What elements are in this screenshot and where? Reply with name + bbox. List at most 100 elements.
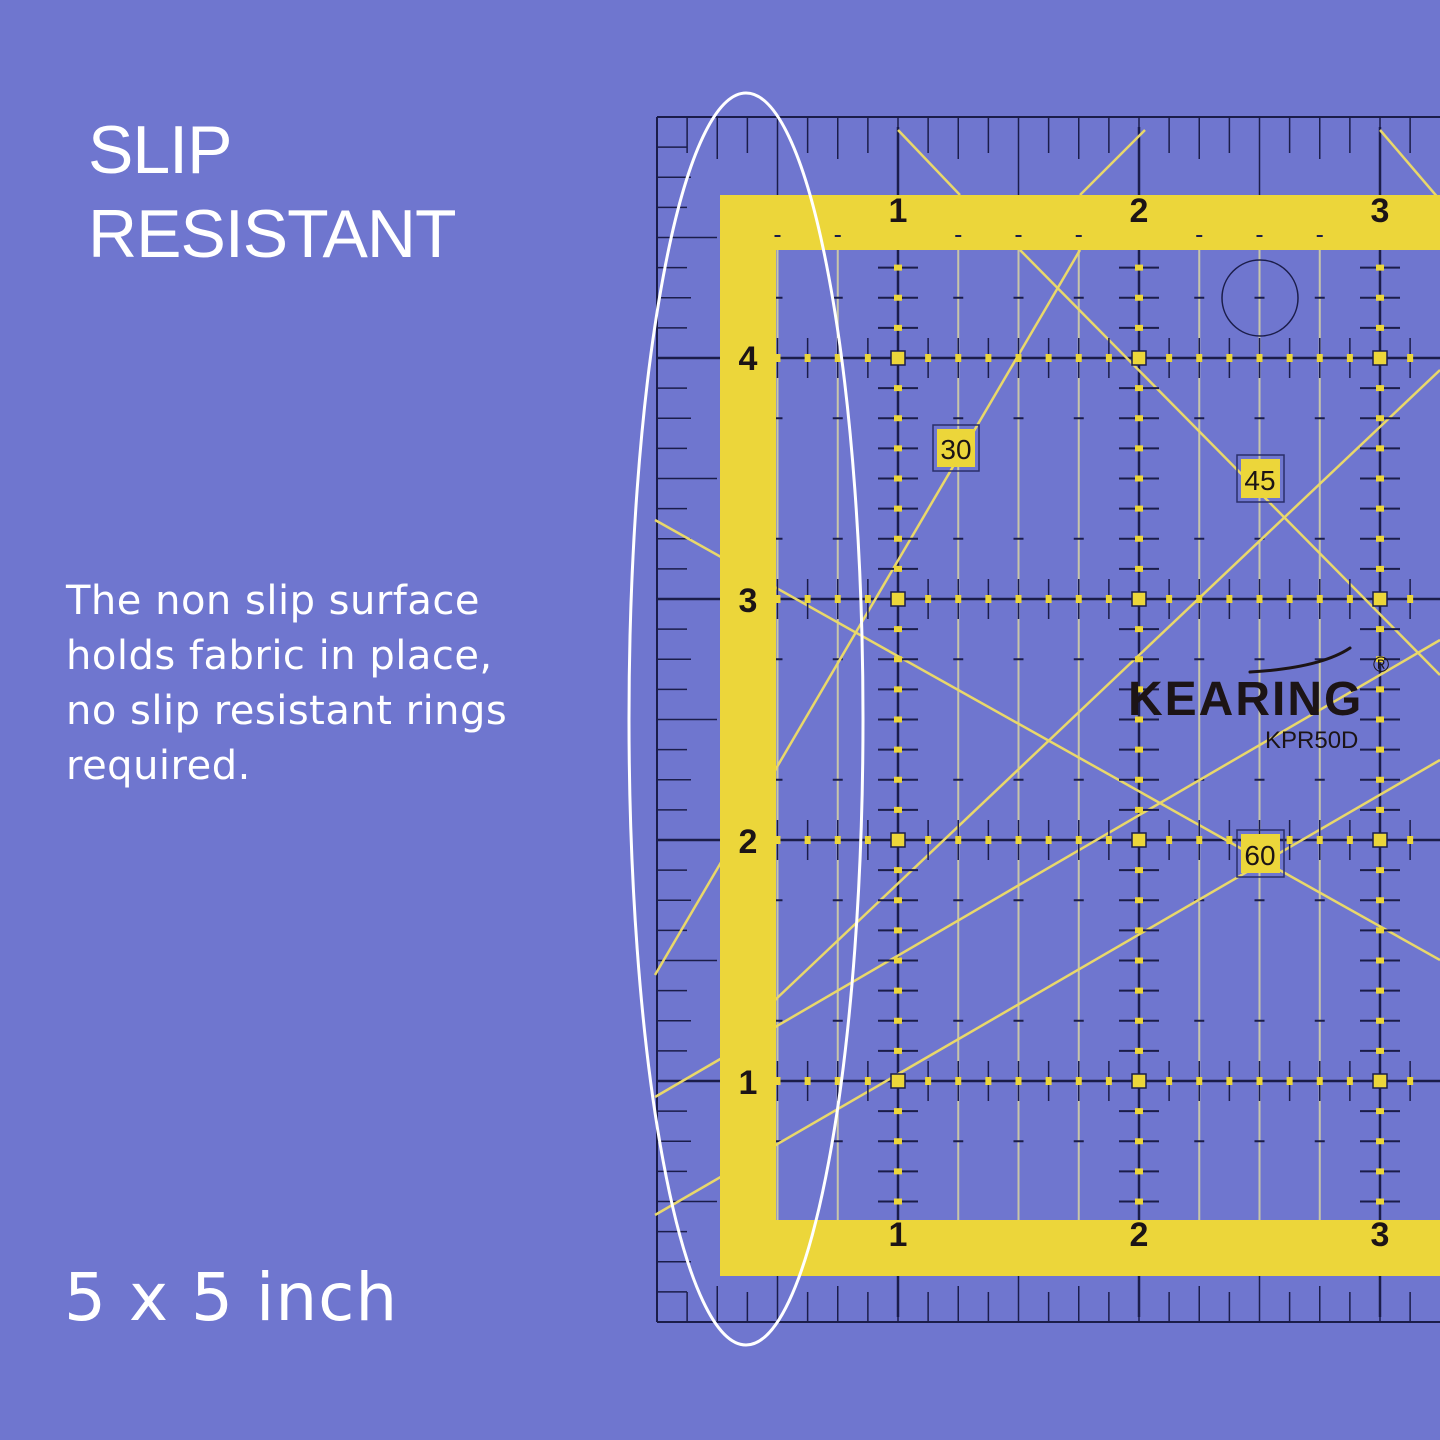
angle-guide-line <box>774 369 1440 1001</box>
inch-line-dot <box>1376 897 1384 904</box>
inch-line-dot <box>1376 626 1384 633</box>
inch-line-dot <box>1376 686 1384 693</box>
inch-line-dot <box>1346 1077 1353 1085</box>
bottom-inch-label-3: 3 <box>1371 1216 1390 1254</box>
inch-line-dot <box>1256 1077 1263 1085</box>
inch-line-dot <box>1376 324 1384 331</box>
registered-mark: ® <box>1373 652 1389 677</box>
inch-line-dot <box>1015 1077 1022 1085</box>
inch-line-dot <box>894 445 902 452</box>
angle-guide-line <box>654 638 1440 1099</box>
inch-line-dot <box>1196 1077 1203 1085</box>
headline: SLIP RESISTANT <box>88 108 457 276</box>
inch-line-dot <box>894 867 902 874</box>
ruler-left-border <box>720 195 776 1276</box>
inch-line-dot <box>894 324 902 331</box>
intersection-marker <box>890 832 906 848</box>
inch-line-dot <box>1346 354 1353 362</box>
description-line-1: The non slip surface <box>66 578 481 624</box>
inch-line-dot <box>1135 294 1143 301</box>
inch-line-dot <box>1075 595 1082 603</box>
inch-line-dot <box>925 354 932 362</box>
inch-line-dot <box>1135 1138 1143 1145</box>
angle-guide-line <box>654 518 1440 962</box>
model-number: KPR50D <box>1265 727 1358 754</box>
intersection-marker <box>1131 350 1147 366</box>
inch-line-dot <box>1376 776 1384 783</box>
inch-line-dot <box>1226 595 1233 603</box>
inch-line-dot <box>894 1047 902 1054</box>
inch-line-dot <box>1015 354 1022 362</box>
inch-line-dot <box>1376 385 1384 392</box>
ruler-bottom-border <box>720 1220 1440 1276</box>
inch-line-dot <box>1135 565 1143 572</box>
inch-line-dot <box>1166 354 1173 362</box>
inch-line-dot <box>1105 595 1112 603</box>
inch-line-dot <box>1376 565 1384 572</box>
inch-line-dot <box>834 836 841 844</box>
inch-line-dot <box>774 1077 781 1085</box>
top-inch-label-2: 2 <box>1130 192 1149 230</box>
inch-line-dot <box>1376 1047 1384 1054</box>
bottom-inch-label-1: 1 <box>889 1216 908 1254</box>
inch-line-dot <box>1196 354 1203 362</box>
inch-line-dot <box>894 716 902 723</box>
description-line-3: no slip resistant rings <box>66 688 508 734</box>
inch-line-dot <box>1376 445 1384 452</box>
inch-line-dot <box>1256 595 1263 603</box>
inch-line-dot <box>1196 595 1203 603</box>
inch-line-dot <box>1135 535 1143 542</box>
inch-line-dot <box>894 264 902 271</box>
inch-line-dot <box>1407 354 1414 362</box>
inch-line-dot <box>1135 1017 1143 1024</box>
inch-line-dot <box>1316 1077 1323 1085</box>
inch-line-dot <box>894 535 902 542</box>
angle-badge-45: 45 <box>1236 454 1285 503</box>
headline-line-1: SLIP <box>88 112 232 188</box>
intersection-marker <box>1372 1073 1388 1089</box>
inch-line-dot <box>774 836 781 844</box>
inch-line-dot <box>1407 595 1414 603</box>
inch-line-dot <box>1376 1138 1384 1145</box>
intersection-marker <box>890 591 906 607</box>
inch-line-dot <box>894 897 902 904</box>
inch-line-dot <box>1105 836 1112 844</box>
inch-line-dot <box>834 595 841 603</box>
inch-line-dot <box>1135 324 1143 331</box>
inch-line-dot <box>1286 595 1293 603</box>
inch-line-dot <box>1045 1077 1052 1085</box>
inch-line-dot <box>1376 475 1384 482</box>
top-inch-label-1: 1 <box>889 192 908 230</box>
inch-line-dot <box>955 1077 962 1085</box>
angle-badge-60-label: 60 <box>1244 840 1275 871</box>
inch-line-dot <box>1346 836 1353 844</box>
ruler-top-border <box>720 195 1440 250</box>
inch-line-dot <box>1376 415 1384 422</box>
inch-line-dot <box>1376 957 1384 964</box>
inch-line-dot <box>1376 505 1384 512</box>
inch-line-dot <box>894 385 902 392</box>
inch-line-dot <box>955 836 962 844</box>
intersection-marker <box>1372 832 1388 848</box>
inch-line-dot <box>804 595 811 603</box>
inch-line-dot <box>1135 716 1143 723</box>
inch-line-dot <box>1135 957 1143 964</box>
intersection-marker <box>1131 832 1147 848</box>
inch-line-dot <box>894 746 902 753</box>
inch-line-dot <box>1316 354 1323 362</box>
inch-line-dot <box>1376 927 1384 934</box>
inch-line-dot <box>1135 385 1143 392</box>
inch-line-dot <box>1346 595 1353 603</box>
inch-line-dot <box>774 354 781 362</box>
inch-line-dot <box>1045 354 1052 362</box>
inch-line-dot <box>864 836 871 844</box>
inch-line-dot <box>1286 1077 1293 1085</box>
brand-name: KEARING <box>1128 673 1363 726</box>
inch-line-dot <box>1166 595 1173 603</box>
inch-line-dot <box>864 1077 871 1085</box>
inch-line-dot <box>1135 264 1143 271</box>
inch-line-dot <box>1135 475 1143 482</box>
brand-swoosh-icon <box>1248 646 1352 674</box>
inch-line-dot <box>894 1168 902 1175</box>
inch-line-dot <box>1376 264 1384 271</box>
